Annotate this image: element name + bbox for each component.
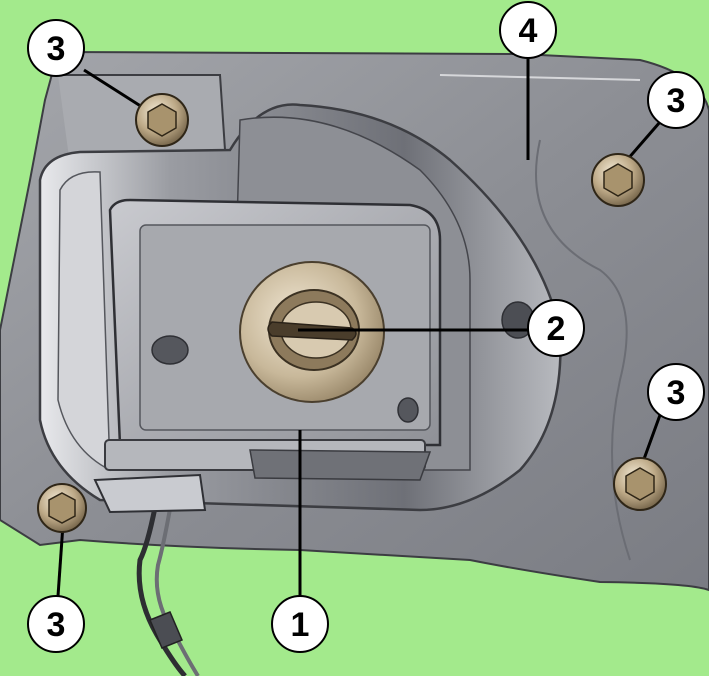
callout-lock-cylinder: 1	[271, 595, 329, 653]
cable-bundle	[136, 479, 187, 676]
callout-label: 1	[291, 606, 310, 644]
nut-top-left	[135, 93, 189, 147]
callout-label: 3	[47, 606, 66, 644]
callout-label: 3	[667, 82, 686, 120]
leader-line	[83, 68, 151, 114]
callout-nut-bottom-left: 3	[27, 595, 85, 653]
callout-nut-lower-right: 3	[647, 363, 705, 421]
nut-upper-right	[591, 153, 645, 207]
lock-base-shadow	[249, 449, 432, 481]
nut-bottom-left	[37, 483, 87, 533]
cable-bundle	[154, 479, 200, 676]
screw-hole	[397, 397, 419, 423]
connector-sleeve	[149, 611, 183, 649]
connector-clip	[93, 473, 207, 514]
callout-label: 3	[667, 374, 686, 412]
callout-nut-upper-right: 3	[647, 71, 705, 129]
callout-label: 4	[519, 12, 538, 50]
callout-outer-panel: 4	[499, 1, 557, 59]
panel-contour-line	[439, 74, 641, 81]
panel-contour-line	[535, 139, 631, 561]
callout-label: 3	[47, 30, 66, 68]
callout-label: 2	[547, 310, 566, 348]
screw-hole	[151, 335, 189, 365]
callout-nut-top-left: 3	[27, 19, 85, 77]
nut-lower-right	[613, 457, 667, 511]
callout-key-slot: 2	[527, 299, 585, 357]
